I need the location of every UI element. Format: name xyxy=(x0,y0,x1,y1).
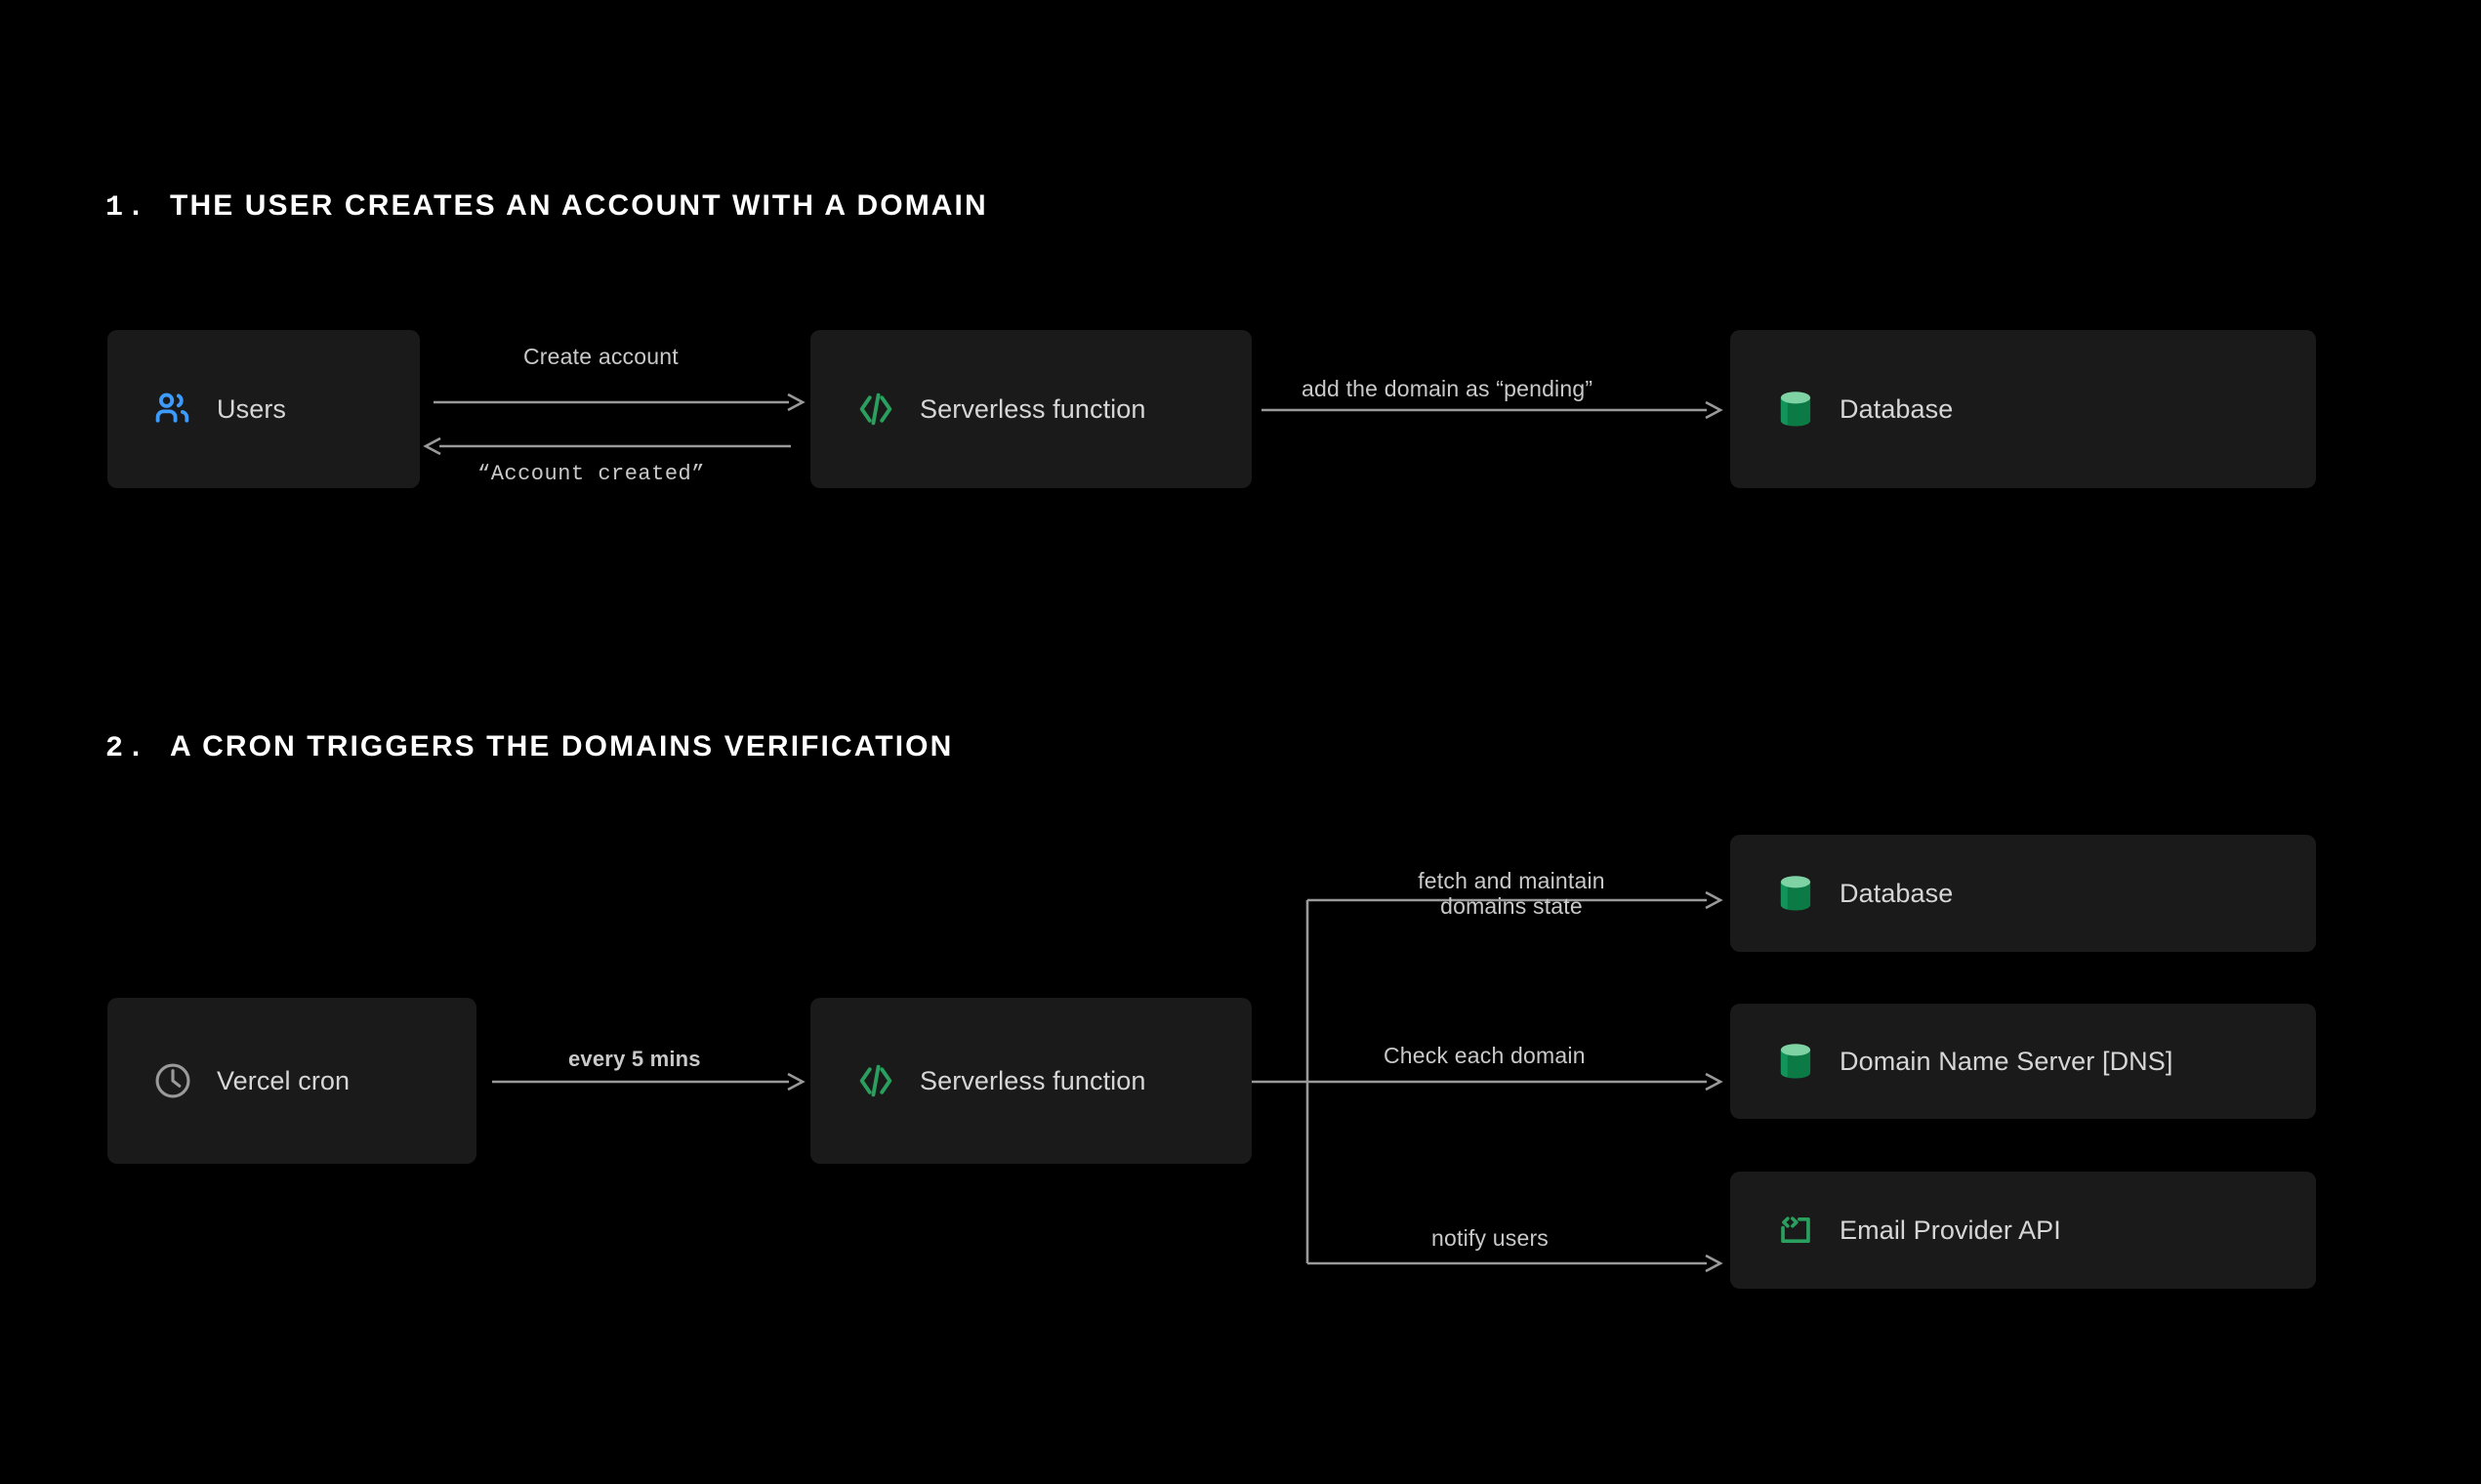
database-cylinder-icon xyxy=(1773,1039,1818,1084)
code-brackets-icon xyxy=(853,1058,898,1103)
node-database-2-label: Database xyxy=(1840,878,1954,908)
node-vercel-cron[interactable]: Vercel cron xyxy=(107,998,476,1164)
code-brackets-icon xyxy=(853,387,898,432)
section-1-title: THE USER CREATES AN ACCOUNT WITH A DOMAI… xyxy=(170,189,988,222)
node-serverless-function-2[interactable]: Serverless function xyxy=(810,998,1252,1164)
node-domain-name-server-label: Domain Name Server [DNS] xyxy=(1840,1046,2173,1076)
section-2-title: A CRON TRIGGERS THE DOMAINS VERIFICATION xyxy=(170,730,954,763)
section-1-number: 1. xyxy=(105,191,171,225)
edge-label-add-domain: add the domain as “pending” xyxy=(1302,376,1593,401)
node-domain-name-server[interactable]: Domain Name Server [DNS] xyxy=(1730,1004,2316,1119)
edge-label-fetch-line-2: domains state xyxy=(1440,892,1583,919)
node-database-1-label: Database xyxy=(1840,393,1954,424)
node-users[interactable]: Users xyxy=(107,330,420,488)
node-email-provider-api[interactable]: Email Provider API xyxy=(1730,1172,2316,1289)
node-database-1[interactable]: Database xyxy=(1730,330,2316,488)
section-1-heading: 1. THE USER CREATES AN ACCOUNT WITH A DO… xyxy=(105,189,988,225)
node-serverless-function-1[interactable]: Serverless function xyxy=(810,330,1252,488)
edge-label-fetch-line-1: fetch and maintain xyxy=(1418,868,1605,893)
section-2-number: 2. xyxy=(105,732,171,765)
users-icon xyxy=(150,387,195,432)
database-cylinder-icon xyxy=(1773,871,1818,916)
edge-label-account-created: “Account created” xyxy=(477,462,705,486)
edge-label-every-5-mins: every 5 mins xyxy=(568,1047,701,1071)
edge-label-notify-users: notify users xyxy=(1431,1225,1550,1251)
node-users-label: Users xyxy=(217,393,287,424)
edge-label-fetch-and-maintain-domains-state: fetch and maintain domains state xyxy=(1375,868,1648,920)
clock-icon xyxy=(150,1058,195,1103)
node-email-provider-api-label: Email Provider API xyxy=(1840,1215,2061,1245)
api-window-icon xyxy=(1773,1208,1818,1253)
node-database-2[interactable]: Database xyxy=(1730,835,2316,952)
node-serverless-function-1-label: Serverless function xyxy=(920,393,1146,424)
edge-label-create-account: Create account xyxy=(523,344,679,369)
database-cylinder-icon xyxy=(1773,387,1818,432)
section-2-heading: 2. A CRON TRIGGERS THE DOMAINS VERIFICAT… xyxy=(105,730,953,765)
edge-label-check-each-domain: Check each domain xyxy=(1384,1043,1586,1068)
node-vercel-cron-label: Vercel cron xyxy=(217,1065,351,1095)
node-serverless-function-2-label: Serverless function xyxy=(920,1065,1146,1095)
